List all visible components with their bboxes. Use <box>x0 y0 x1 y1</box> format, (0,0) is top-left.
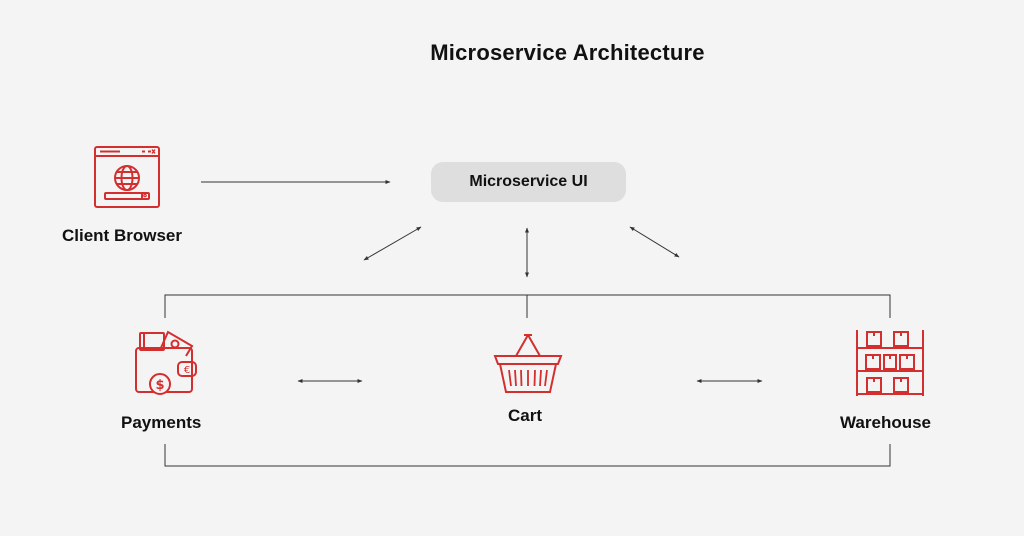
arrow-ui-left <box>363 226 422 261</box>
page-title: Microservice Architecture <box>430 40 705 65</box>
wallet-money-icon: € $ <box>134 328 198 398</box>
payments-label: Payments <box>121 413 202 432</box>
microservice-ui-box: Microservice UI <box>431 162 626 202</box>
svg-text:€: € <box>184 365 190 376</box>
svg-text:$: $ <box>155 378 164 393</box>
browser-window-icon <box>94 146 160 208</box>
shopping-basket-icon <box>492 332 564 396</box>
warehouse-label: Warehouse <box>840 413 932 432</box>
arrow-ui-right <box>629 226 680 258</box>
client-browser-label: Client Browser <box>62 226 182 245</box>
cart-label: Cart <box>508 406 543 425</box>
warehouse-shelves-icon <box>854 326 926 398</box>
microservice-ui-label: Microservice UI <box>469 173 588 190</box>
bottom-bracket-line <box>164 444 891 467</box>
